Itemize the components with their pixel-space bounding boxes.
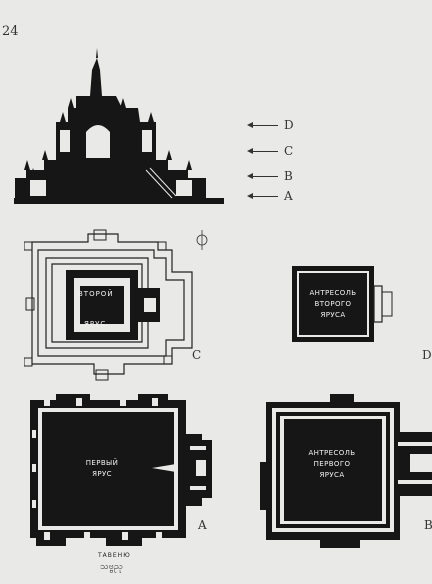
level-arrow-b: B [247, 169, 312, 183]
plan-b-letter: B [424, 518, 432, 532]
level-arrow-a: A [247, 189, 312, 203]
page-number: 24 [2, 24, 19, 39]
plan-c-core-label-1: ВТОРОЙ [78, 290, 114, 298]
plan-d-drawing [292, 266, 393, 342]
elevation-stair [145, 167, 177, 199]
plan-b-hall-label: АНТРЕСОЛЬ ПЕРВОГО ЯРУСА [308, 449, 356, 479]
elevation-building [14, 48, 224, 204]
level-arrow-c: C [247, 144, 312, 158]
plan-c-letter: C [192, 348, 202, 362]
plan-c-drawing [24, 229, 208, 381]
plan-b-drawing [260, 394, 432, 548]
plan-d-hall-label: АНТРЕСОЛЬ ВТОРОГО ЯРУСА [309, 289, 357, 319]
temple-name-script: သဗ္ဗညု [100, 562, 123, 572]
level-arrow-d: D [247, 118, 312, 132]
temple-name-caption: ТАВЕНЮ [98, 552, 131, 559]
plan-a-drawing [30, 394, 212, 546]
plan-a-hall-label: ПЕРВЫЙ ЯРУС [85, 459, 119, 478]
elevation-interior-voids [30, 125, 192, 196]
plan-c-core-label-2: ЯРУС [84, 320, 107, 328]
plan-a-letter: A [198, 518, 207, 532]
plan-d-letter: D [422, 348, 432, 362]
